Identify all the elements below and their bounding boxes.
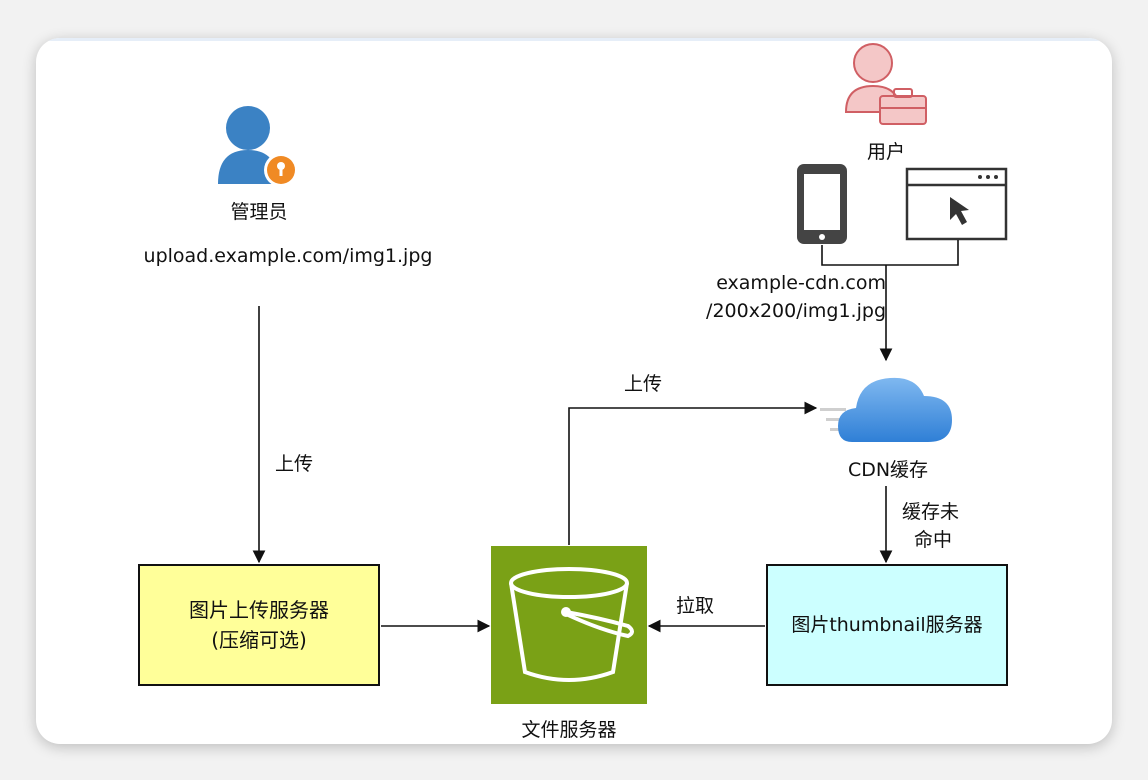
- admin-user-key-icon: [218, 106, 298, 187]
- edge-label-bucket-cdn: 上传: [624, 373, 663, 395]
- edge-label-pull: 拉取: [676, 595, 715, 617]
- upload-server-title: 图片上传服务器: [189, 598, 329, 622]
- upload-server-box: 图片上传服务器 (压缩可选): [138, 564, 380, 686]
- bucket-icon: [491, 546, 647, 704]
- edge-devices-to-cdn: [821, 240, 959, 266]
- user-briefcase-icon: [844, 43, 927, 125]
- smartphone-icon: [797, 164, 847, 244]
- user-label: 用户: [866, 141, 906, 163]
- cloud-icon: [820, 377, 952, 442]
- edge-label-cache-miss-2: 命中: [914, 529, 953, 551]
- admin-url-label: upload.example.com/img1.jpg: [143, 245, 433, 267]
- thumbnail-server-title: 图片thumbnail服务器: [791, 614, 983, 636]
- file-server-label: 文件服务器: [521, 719, 617, 741]
- upload-server-subtitle: (压缩可选): [211, 628, 307, 652]
- admin-label: 管理员: [230, 201, 288, 223]
- edge-bucket-to-cdn: [568, 401, 818, 545]
- cdn-label: CDN缓存: [847, 459, 929, 481]
- user-url-line1: example-cdn.com: [716, 272, 886, 294]
- edge-label-admin-upload: 上传: [275, 453, 314, 475]
- card-top-edge: [36, 38, 1112, 41]
- thumbnail-server-box: 图片thumbnail服务器: [766, 564, 1008, 686]
- browser-window-icon: [905, 167, 1008, 241]
- user-url-line2: /200x200/img1.jpg: [706, 300, 886, 322]
- edge-label-cache-miss-1: 缓存未: [902, 501, 960, 523]
